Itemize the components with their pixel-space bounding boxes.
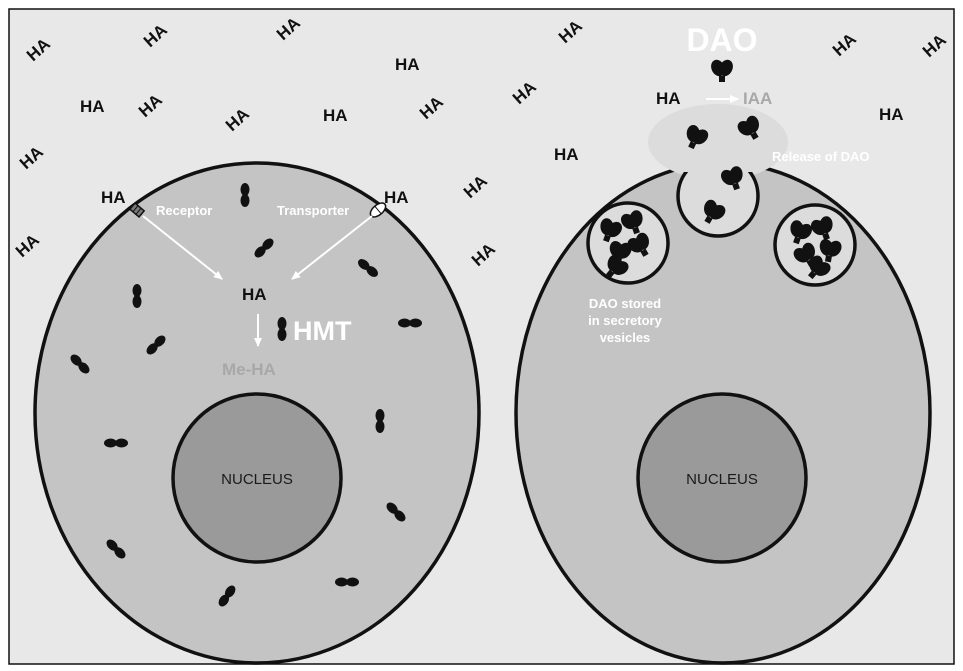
hmt-molecule (398, 318, 422, 328)
hmt-molecule (146, 335, 166, 355)
dao-molecule (737, 115, 759, 140)
dao-molecule (720, 166, 743, 191)
intracellular-histamine-label: HA (242, 285, 267, 304)
transporter-label: Transporter (277, 203, 349, 218)
vesicle-storage-label-line-3: vesicles (600, 330, 651, 345)
dao-molecule (605, 254, 629, 279)
extracellular-histamine-label: HA (554, 145, 579, 164)
hmt-molecule (218, 585, 236, 607)
extracellular-histamine-label: HA (879, 105, 904, 124)
hmt-enzyme-label: HMT (293, 316, 352, 346)
extracellular-histamine-label: HA (80, 97, 105, 116)
receptor-histamine-label: HA (101, 188, 126, 207)
hmt-molecule (254, 238, 274, 258)
receptor-icon (128, 202, 146, 218)
left-cell: NUCLEUS HA HA Receptor Transporter HA HM… (33, 161, 481, 665)
hmt-molecule (277, 317, 287, 341)
receptor-label: Receptor (156, 203, 212, 218)
hmt-molecule (386, 502, 406, 522)
dao-enzyme-label: DAO (686, 22, 757, 58)
vesicle-storage-label-line-2: in secretory (588, 313, 662, 328)
hmt-molecule (375, 409, 385, 433)
dao-molecule (620, 210, 643, 235)
transporter-histamine-label: HA (384, 188, 409, 207)
dao-molecule (627, 232, 649, 257)
transporter-uptake-arrow (291, 215, 373, 280)
dao-molecules-group (600, 59, 842, 280)
left-nucleus (171, 392, 343, 564)
dao-molecule (819, 238, 842, 263)
dao-molecule (790, 220, 813, 245)
hmt-molecule (358, 259, 378, 277)
hmt-molecule (106, 539, 126, 559)
vesicle-storage-label-line-1: DAO stored (589, 296, 661, 311)
dao-substrate-label: HA (656, 89, 681, 108)
hmt-molecule (70, 354, 90, 374)
hmt-molecule (335, 577, 359, 587)
dao-molecule (686, 124, 709, 150)
hmt-molecule (132, 284, 142, 308)
right-nucleus (636, 392, 808, 564)
hmt-molecule (240, 183, 250, 207)
dao-molecule (600, 218, 623, 243)
left-nucleus-label: NUCLEUS (221, 471, 293, 488)
extracellular-histamine-label: HA (323, 106, 348, 125)
dao-molecule (810, 216, 833, 241)
dao-molecule (711, 59, 733, 82)
right-cell: NUCLEUS DAO stored in secretory vesicles… (514, 22, 932, 665)
hmt-molecules-group (70, 183, 422, 607)
hmt-molecule (104, 438, 128, 448)
receptor-uptake-arrow (142, 215, 223, 280)
methylhistamine-label: Me-HA (222, 360, 276, 379)
extracellular-histamine-label: HA (395, 55, 420, 74)
imidazole-acetic-acid-label: IAA (743, 89, 772, 108)
dao-molecule (807, 255, 831, 280)
right-nucleus-label: NUCLEUS (686, 471, 758, 488)
dao-molecule (704, 199, 726, 224)
dao-molecule (793, 242, 815, 267)
dao-release-label: Release of DAO (772, 149, 870, 164)
